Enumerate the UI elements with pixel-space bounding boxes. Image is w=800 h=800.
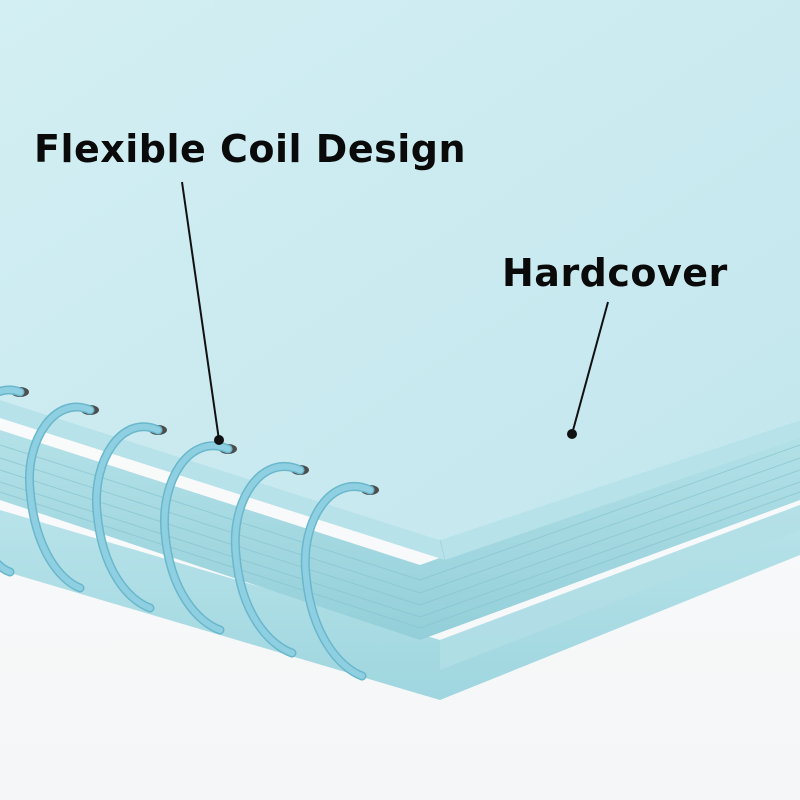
back-cover-edge [440, 505, 800, 670]
coil-callout-label: Flexible Coil Design [34, 127, 467, 171]
front-cover-edge [0, 400, 800, 560]
page-lines [0, 444, 800, 629]
hardcover-callout-label: Hardcover [502, 251, 728, 295]
page-block [0, 430, 800, 640]
cover-corner [439, 539, 446, 561]
back-cover [0, 505, 800, 700]
callout-line [571, 301, 609, 435]
coil-ring [300, 482, 375, 681]
coil-ring [24, 402, 95, 593]
coil-ring [91, 422, 163, 613]
coil-ring [159, 441, 233, 635]
coil-ring [230, 462, 305, 658]
callout-coil [181, 181, 224, 445]
callout-line [181, 181, 220, 441]
coil-binding [0, 385, 375, 681]
callout-dot [567, 429, 577, 439]
front-cover [0, 0, 800, 540]
callout-dot [214, 435, 224, 445]
callout-hardcover [567, 301, 609, 439]
